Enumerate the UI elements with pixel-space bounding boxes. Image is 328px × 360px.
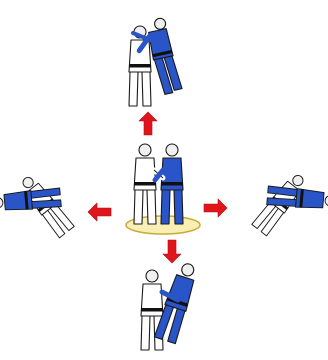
forward-throw-right-icon [252, 171, 328, 236]
arrow-down-icon [163, 240, 181, 263]
standing-grip-icon [126, 144, 200, 234]
lift-throw-icon [129, 17, 182, 106]
arrow-right-icon [204, 199, 227, 217]
hip-throw-icon [141, 261, 200, 350]
forward-throw-left-icon [0, 173, 74, 238]
arrow-left-icon [88, 203, 111, 221]
arrow-up-icon [139, 112, 157, 135]
